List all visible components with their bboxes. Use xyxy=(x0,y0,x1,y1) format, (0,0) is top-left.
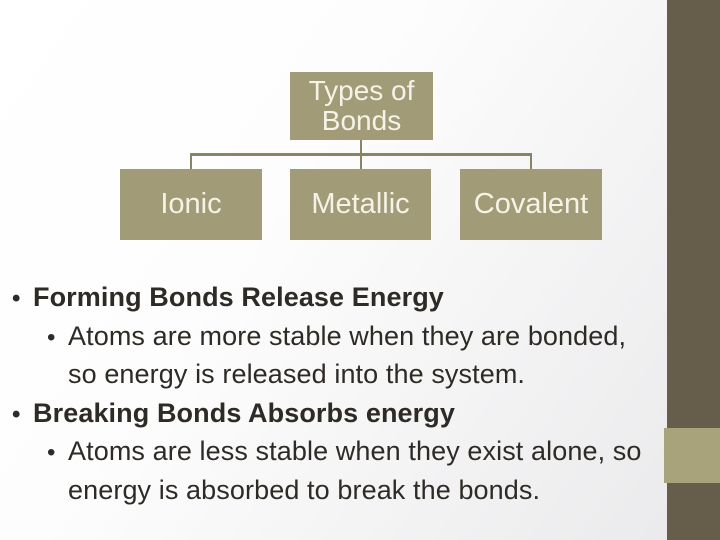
slide-body-text: • Forming Bonds Release Energy • Atoms a… xyxy=(0,278,712,510)
accent-bar-light xyxy=(664,428,720,483)
bullet-line: • Atoms are more stable when they are bo… xyxy=(0,317,712,356)
bullet-line-continuation: energy is absorbed to break the bonds. xyxy=(0,471,712,510)
bullet-text: energy is absorbed to break the bonds. xyxy=(68,474,541,505)
diagram-node-covalent: Covalent xyxy=(460,169,602,240)
types-of-bonds-diagram: Types of Bonds Ionic Metallic Covalent xyxy=(0,0,720,260)
bullet-marker: • xyxy=(12,285,21,312)
bullet-line-continuation: so energy is released into the system. xyxy=(0,355,712,394)
diagram-node-ionic: Ionic xyxy=(120,169,262,240)
connector-line xyxy=(529,153,533,169)
bullet-line: • Forming Bonds Release Energy xyxy=(0,278,712,317)
bullet-line: • Breaking Bonds Absorbs energy xyxy=(0,394,712,433)
bullet-marker: • xyxy=(47,323,56,351)
connector-line xyxy=(189,153,533,156)
bullet-text: Forming Bonds Release Energy xyxy=(33,282,444,312)
bullet-marker: • xyxy=(12,400,21,428)
diagram-node-metallic: Metallic xyxy=(290,169,431,240)
diagram-node-root: Types of Bonds xyxy=(290,72,433,140)
diagram-node-root-label: Types of Bonds xyxy=(308,75,415,136)
bullet-text: Atoms are more stable when they are bond… xyxy=(68,320,627,351)
connector-line xyxy=(189,153,193,169)
bullet-text: Breaking Bonds Absorbs energy xyxy=(33,397,455,428)
bullet-line: • Atoms are less stable when they exist … xyxy=(0,432,712,471)
diagram-node-metallic-label: Metallic xyxy=(311,188,410,220)
diagram-node-covalent-label: Covalent xyxy=(473,188,589,220)
bullet-text: Atoms are less stable when they exist al… xyxy=(68,436,642,467)
diagram-node-ionic-label: Ionic xyxy=(160,188,222,220)
bullet-marker: • xyxy=(47,439,56,467)
bullet-text: so energy is released into the system. xyxy=(68,359,526,390)
